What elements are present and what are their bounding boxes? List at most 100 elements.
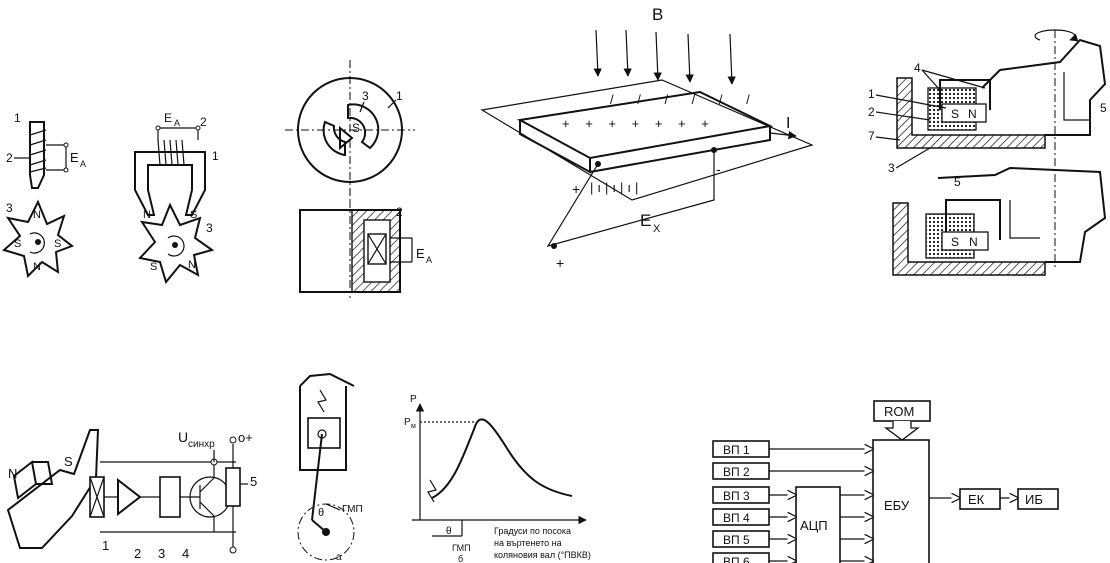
svg-text:S: S xyxy=(14,238,21,250)
svg-text:ROM: ROM xyxy=(884,404,914,419)
svg-text:E: E xyxy=(416,246,425,261)
svg-text:2: 2 xyxy=(868,105,875,119)
svg-text:синхр: синхр xyxy=(188,439,215,450)
svg-text:4: 4 xyxy=(182,546,189,561)
svg-text:+ + + + + + +: + + + + + + + xyxy=(562,116,715,131)
svg-text:S: S xyxy=(951,107,959,121)
input-vp3: ВП 3 xyxy=(723,489,750,503)
label-1: 1 xyxy=(14,111,21,125)
svg-text:ЕБУ: ЕБУ xyxy=(884,498,910,513)
svg-text:U: U xyxy=(178,429,188,445)
svg-text:S: S xyxy=(190,209,197,221)
svg-text:E: E xyxy=(164,111,172,125)
svg-text:2: 2 xyxy=(200,115,207,129)
svg-text:N: N xyxy=(143,209,151,221)
svg-text:N: N xyxy=(33,209,41,221)
svg-text:o+: o+ xyxy=(238,430,253,445)
svg-text:+: + xyxy=(572,181,580,197)
svg-text:ИБ: ИБ xyxy=(1025,492,1043,507)
svg-text:1: 1 xyxy=(102,538,109,553)
input-vp2: ВП 2 xyxy=(723,465,750,479)
inductive-sensor-a: 1 2 E A 3 N S S N xyxy=(1,111,86,279)
svg-text:1: 1 xyxy=(212,149,219,163)
ib-block xyxy=(1017,488,1059,510)
svg-text:X: X xyxy=(653,223,661,235)
label-2: 2 xyxy=(6,151,13,165)
ecu-block xyxy=(872,439,930,563)
yoke xyxy=(134,151,206,216)
svg-text:Градуси по посока: Градуси по посока xyxy=(494,526,571,536)
svg-text:3: 3 xyxy=(362,89,369,103)
sensor-inputs: ВП 1 ВП 2 ВП 3 ВП 4 ВП 5 ВП 6 xyxy=(712,440,873,563)
flux-arrows xyxy=(593,29,736,85)
svg-text:на въртенето на: на въртенето на xyxy=(494,538,562,548)
svg-text:2: 2 xyxy=(134,546,141,561)
hall-sensor-assembly: S N 4 1 2 7 3 5 S N 5 xyxy=(868,29,1107,276)
svg-text:4: 4 xyxy=(914,61,921,75)
svg-text:б: б xyxy=(458,554,463,563)
svg-text:P: P xyxy=(410,394,417,405)
svg-text:1: 1 xyxy=(396,89,403,103)
yoke-coil xyxy=(157,139,185,166)
svg-text:N: N xyxy=(8,466,17,481)
inductive-sensor-b: E A 2 1 N S S N 3 xyxy=(134,111,219,285)
piston xyxy=(307,417,341,449)
reluctor-wheel-b xyxy=(138,202,215,285)
svg-text:АЦП: АЦП xyxy=(800,518,828,533)
ed-label: E xyxy=(70,150,79,165)
input-vp1: ВП 1 xyxy=(723,443,750,457)
svg-text:3: 3 xyxy=(158,546,165,561)
svg-text:5: 5 xyxy=(250,474,257,489)
svg-text:ГМП: ГМП xyxy=(452,543,471,553)
reluctor-wheel-a xyxy=(1,199,75,279)
svg-text:/ / / / / /: / / / / / / xyxy=(610,92,760,107)
svg-text:-: - xyxy=(716,161,721,177)
hall-circuit: N S U синхр o+ 1 2 3 4 5 xyxy=(6,429,257,561)
hall-effect-plate: B + + + + + + + / / / / / / I + |ı|ı|ı| … xyxy=(480,5,814,271)
svg-text:3: 3 xyxy=(206,221,213,235)
svg-text:E: E xyxy=(640,211,651,230)
svg-text:7: 7 xyxy=(868,129,875,143)
svg-text:5: 5 xyxy=(954,175,961,189)
sensor-coil xyxy=(29,129,47,173)
svg-text:2: 2 xyxy=(396,205,403,219)
input-vp4: ВП 4 xyxy=(723,511,750,525)
adc-block xyxy=(795,486,841,563)
ecu-block-diagram: ROM ЕБУ АЦП ВП 1 ВП 2 ВП 3 ВП 4 ВП 5 ВП … xyxy=(712,400,1059,563)
svg-text:|ı|ı|ı|: |ı|ı|ı| xyxy=(590,180,642,195)
svg-text:P: P xyxy=(404,417,411,428)
engine-cylinder: θ ГМП а xyxy=(297,372,363,563)
svg-text:+: + xyxy=(556,255,564,271)
svg-text:N: N xyxy=(969,235,978,249)
svg-text:ЕК: ЕК xyxy=(968,492,985,507)
ek-block xyxy=(959,488,1001,510)
svg-text:S: S xyxy=(64,454,73,469)
svg-text:A: A xyxy=(426,255,432,265)
svg-text:1: 1 xyxy=(868,87,875,101)
label-b: B xyxy=(652,5,663,24)
field-plane xyxy=(480,79,814,201)
svg-text:N: N xyxy=(33,261,41,273)
svg-text:а: а xyxy=(336,552,342,563)
svg-text:S: S xyxy=(352,121,360,135)
svg-text:5: 5 xyxy=(1100,101,1107,115)
svg-text:A: A xyxy=(174,118,180,128)
svg-text:S: S xyxy=(951,235,959,249)
pressure-curve: P P м θ ГМП Градуси по посока на въртене… xyxy=(404,394,591,563)
svg-text:N: N xyxy=(968,107,977,121)
svg-text:N: N xyxy=(188,259,196,271)
svg-text:3: 3 xyxy=(6,201,13,215)
svg-text:коляновия вал (°ПВКВ): коляновия вал (°ПВКВ) xyxy=(494,550,591,560)
svg-text:ГМП: ГМП xyxy=(342,504,363,515)
svg-text:S: S xyxy=(54,238,61,250)
svg-text:S: S xyxy=(150,261,157,273)
input-vp5: ВП 5 xyxy=(723,533,750,547)
svg-text:м: м xyxy=(411,423,416,430)
svg-text:3: 3 xyxy=(888,161,895,175)
svg-text:θ: θ xyxy=(446,526,452,537)
svg-text:I: I xyxy=(786,115,790,132)
svg-text:A: A xyxy=(80,159,86,169)
magnetic-disc-sensor: S 3 1 2 E A xyxy=(285,60,432,298)
input-vp6: ВП 6 xyxy=(723,555,750,563)
